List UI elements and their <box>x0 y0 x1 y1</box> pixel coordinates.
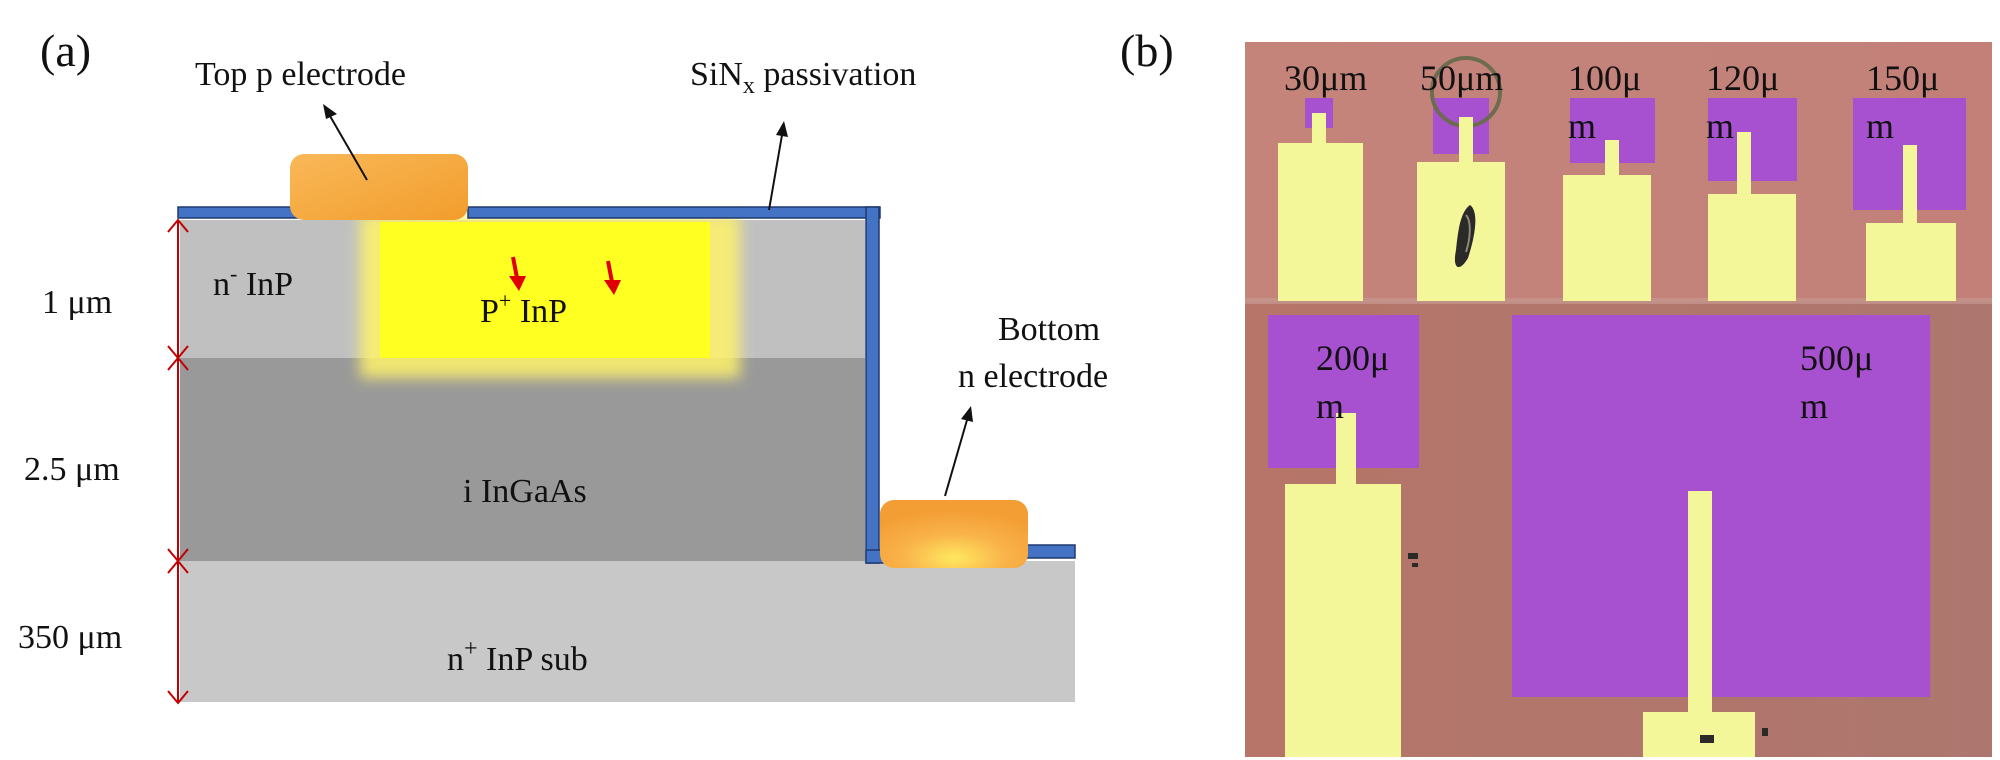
panel-a: (a) <box>18 25 1108 705</box>
label-200um-line2: m <box>1316 386 1344 426</box>
label-100um-line2: m <box>1568 106 1596 146</box>
top-p-electrode <box>290 154 468 220</box>
label-120um-line2: m <box>1706 106 1734 146</box>
panel-b: (b) <box>1120 25 1992 757</box>
device-50um <box>1417 56 1505 301</box>
bottom-row-labels: 200μ m 500μ m <box>1316 338 1873 426</box>
label-120um-line1: 120μ <box>1706 58 1779 98</box>
dimension-arrows <box>167 218 189 705</box>
p-inp-region <box>380 222 710 358</box>
label-p-inp: P+ InP <box>480 288 567 330</box>
bottom-n-electrode <box>880 500 1028 568</box>
top-row-labels: 30μm 50μm 100μ m 120μ m 150μ m <box>1284 58 1939 146</box>
label-150um-line1: 150μ <box>1866 58 1939 98</box>
thickness-layer2: 2.5 μm <box>24 451 120 488</box>
label-n-inp: n- InP <box>213 261 293 303</box>
label-passivation: SiNx passivation <box>690 56 916 99</box>
label-substrate: n+ InP sub <box>447 636 588 678</box>
panel-b-label: (b) <box>1120 25 1174 76</box>
device-200um <box>1268 315 1419 757</box>
device-150um <box>1853 98 1966 301</box>
label-500um-line1: 500μ <box>1800 338 1873 378</box>
label-top-electrode: Top p electrode <box>195 56 406 93</box>
label-200um-line1: 200μ <box>1316 338 1389 378</box>
device-500um <box>1512 315 1930 757</box>
thickness-layer1: 1 μm <box>42 284 112 321</box>
device-30um <box>1278 98 1363 301</box>
label-30um: 30μm <box>1284 58 1367 98</box>
layer-ingaas <box>180 358 865 561</box>
label-bottom-electrode-line2: n electrode <box>958 358 1108 395</box>
label-bottom-electrode-line1: Bottom <box>998 311 1100 348</box>
device-100um <box>1563 98 1655 301</box>
label-100um-line1: 100μ <box>1568 58 1641 98</box>
annotation-arrows <box>323 104 973 497</box>
layer-substrate <box>180 561 1075 702</box>
thickness-layer3: 350 μm <box>18 619 122 656</box>
panel-a-label: (a) <box>40 25 91 76</box>
label-150um-line2: m <box>1866 106 1894 146</box>
label-500um-line2: m <box>1800 386 1828 426</box>
device-120um <box>1708 98 1797 301</box>
label-50um: 50μm <box>1420 58 1503 98</box>
current-arrows <box>509 256 621 295</box>
label-ingaas: i InGaAs <box>463 473 587 510</box>
